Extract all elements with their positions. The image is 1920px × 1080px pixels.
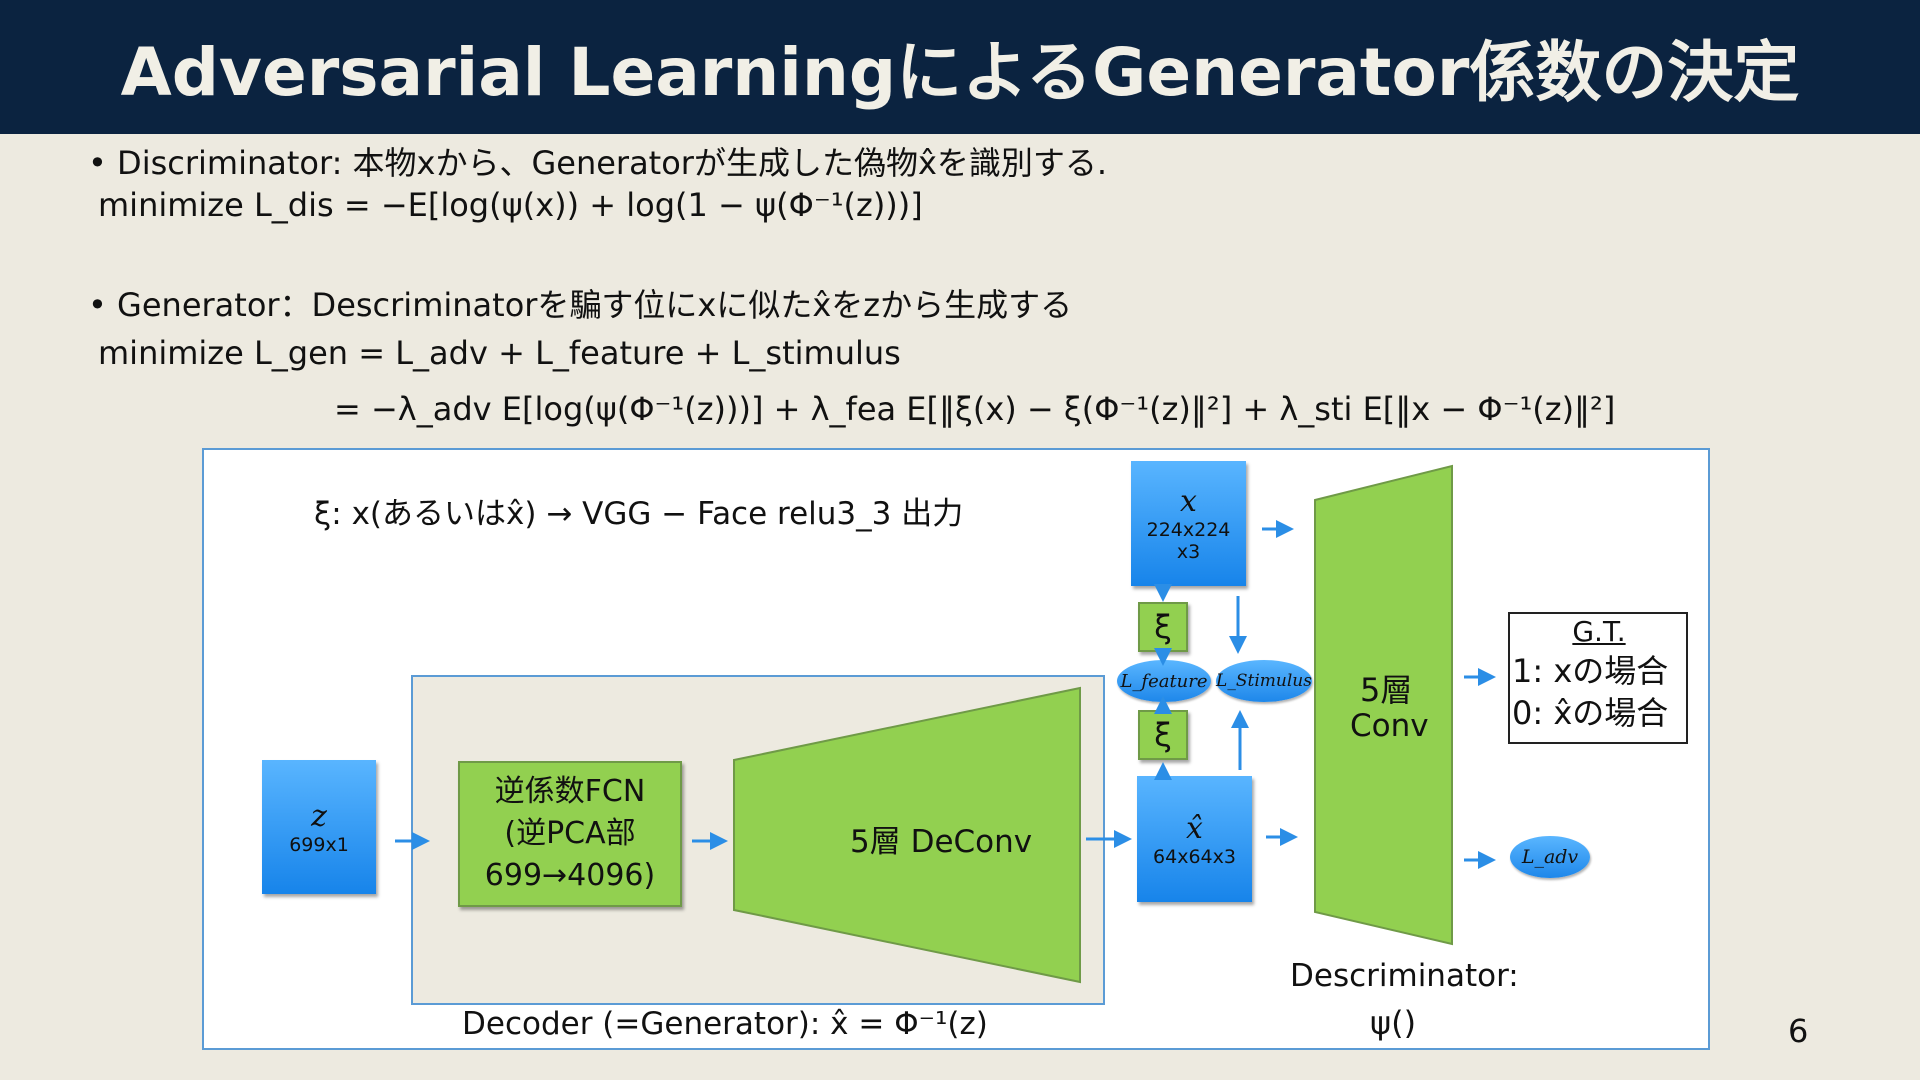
l-stimulus-oval: L_Stimulus [1216,660,1312,702]
conv-label2: Conv [1350,708,1429,744]
fcn-line3: 699→4096) [484,858,656,893]
xi-upper-label: ξ [1154,608,1172,646]
ground-truth-box: G.T. 1: xの場合 0: x̂の場合 [1508,612,1688,744]
x-hat-box: x̂ 64x64x3 [1137,776,1252,902]
inverse-fcn-box: 逆係数FCN (逆PCA部 699→4096) [458,761,682,907]
x-symbol: x [1180,484,1197,519]
x-size2: x3 [1176,541,1201,563]
deconv-label: 5層 DeConv [850,824,1033,860]
page-number: 6 [1788,1012,1809,1050]
fcn-line1: 逆係数FCN [494,774,646,809]
l-adv-label: L_adv [1521,846,1579,868]
xi-note: ξ: x(あるいはx̂) → VGG − Face relu3_3 出力 [314,496,964,532]
conv-label1: 5層 [1360,671,1413,709]
conv-trapezoid [1314,464,1453,946]
gt-title: G.T. [1572,615,1626,648]
x-hat-size: 64x64x3 [1153,845,1236,868]
z-symbol: z [311,798,327,834]
discriminator-caption2: ψ() [1370,1004,1417,1042]
gt-line2: 0: x̂の場合 [1512,694,1669,732]
discriminator-caption1: Descriminator: [1290,958,1519,994]
slide-title: Adversarial LearningによるGenerator係数の決定 [120,34,1800,111]
title-bar: Adversarial LearningによるGenerator係数の決定 [0,0,1920,134]
z-input-box: z 699x1 [262,760,376,894]
xi-lower-box: ξ [1138,710,1188,760]
x-real-box: x 224x224 x3 [1131,461,1246,586]
fcn-line2: (逆PCA部 [504,816,636,851]
z-size: 699x1 [289,833,349,856]
l-feature-oval: L_feature [1117,660,1211,702]
decoder-caption: Decoder (=Generator): x̂ = Φ⁻¹(z) [462,1006,988,1042]
bullet-discriminator: • Discriminator: 本物xから、Generatorが生成した偽物x… [88,144,1108,182]
formula-generator-line1: minimize L_gen = L_adv + L_feature + L_s… [98,334,901,372]
l-stimulus-label: L_Stimulus [1216,671,1312,691]
x-size1: 224x224 [1146,519,1231,541]
l-adv-oval: L_adv [1510,836,1590,878]
deconv-trapezoid [733,686,1081,984]
gt-line1: 1: xの場合 [1512,652,1669,690]
l-feature-label: L_feature [1120,670,1208,692]
formula-generator-line2: = −λ_adv E[log(ψ(Φ⁻¹(z)))] + λ_fea E[‖ξ(… [334,390,1616,428]
formula-discriminator: minimize L_dis = −E[log(ψ(x)) + log(1 − … [98,186,923,224]
bullet-generator: • Generator：Descriminatorを騙す位にxに似たx̂をzから… [88,286,1073,324]
xi-lower-label: ξ [1154,716,1172,754]
x-hat-symbol: x̂ [1186,810,1203,846]
